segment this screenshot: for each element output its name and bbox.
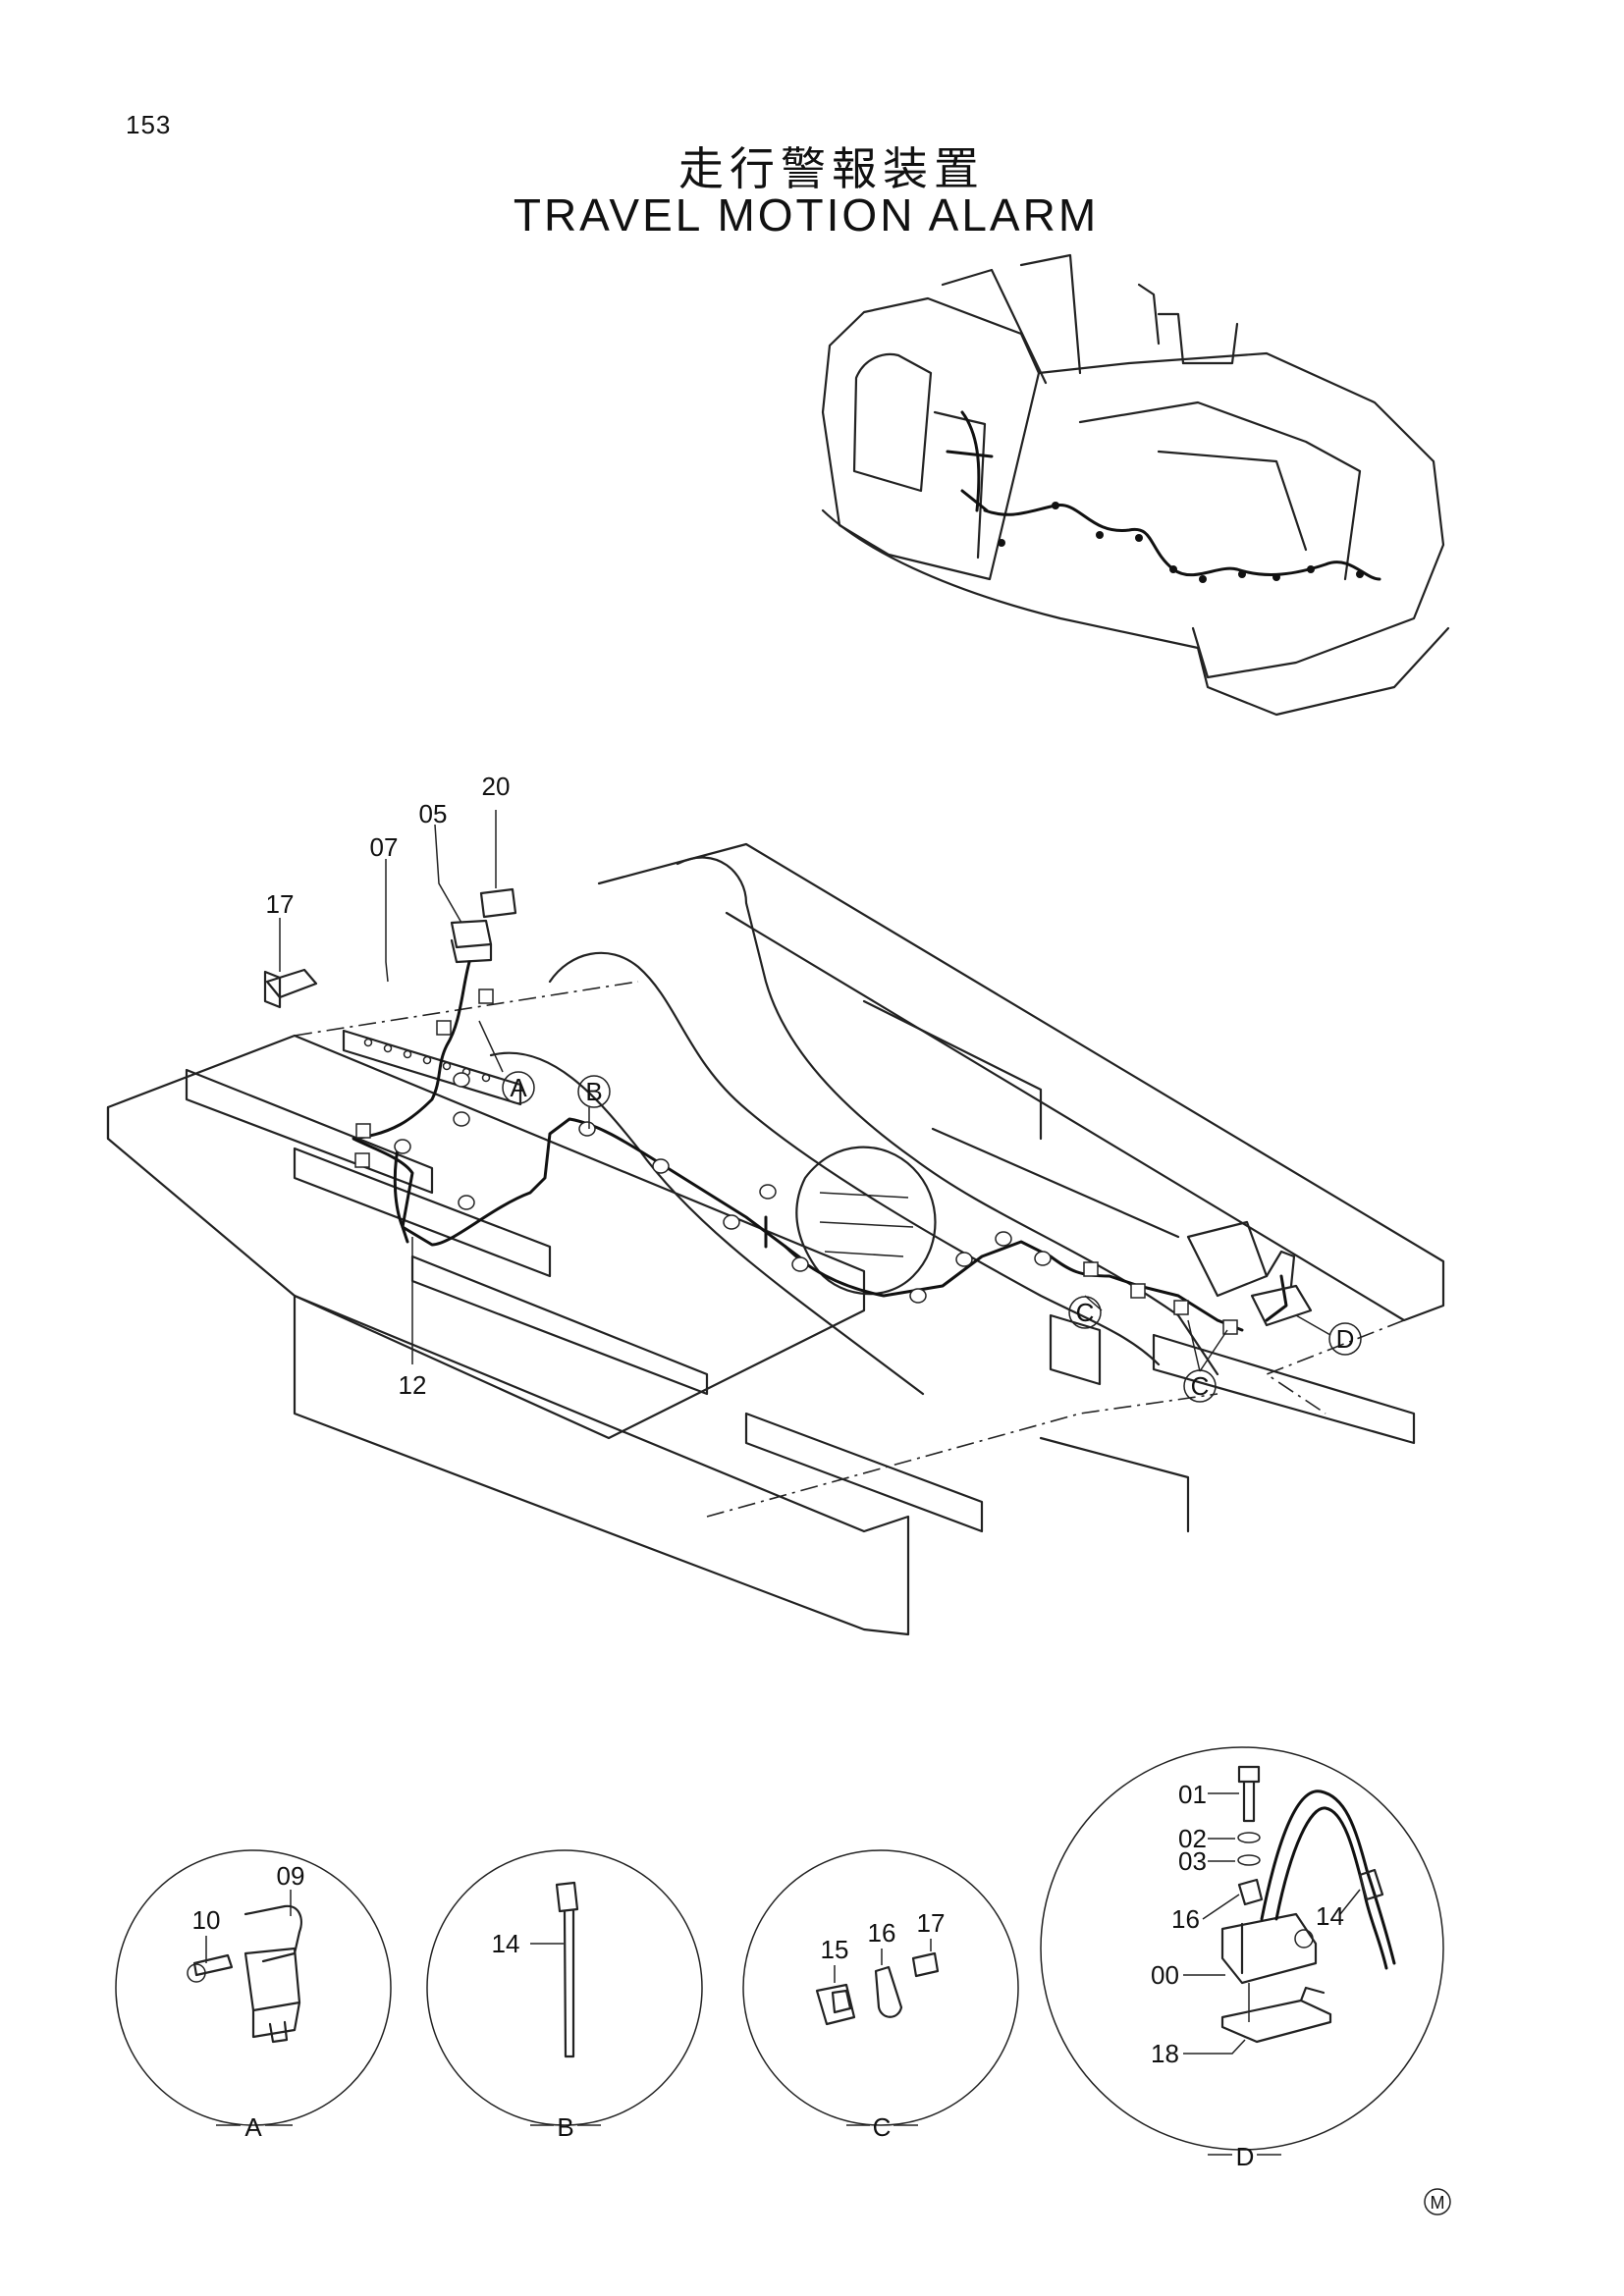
upper-frame-harness-illustration: [106, 810, 1445, 1636]
detail-d-callout-18: 18: [1151, 2039, 1179, 2068]
detail-a-callout-10: 10: [192, 1905, 221, 1935]
detail-c-callout-15: 15: [821, 1935, 849, 1964]
callout-17: 17: [266, 889, 295, 919]
detail-a-callout-09: 09: [277, 1861, 305, 1891]
detail-c-callout-17: 17: [917, 1908, 946, 1938]
detail-d-callout-14: 14: [1316, 1901, 1344, 1931]
page-number: 153: [126, 110, 172, 139]
detail-d-label: D: [1236, 2142, 1255, 2171]
detail-b-callout-14: 14: [492, 1929, 520, 1958]
detail-d-callout-03: 03: [1178, 1846, 1207, 1876]
maker-mark-label: M: [1431, 2193, 1445, 2213]
detail-d-callout-01: 01: [1178, 1780, 1207, 1809]
detail-c-label: C: [873, 2112, 892, 2142]
detail-c-circle: [742, 1849, 1019, 2126]
detail-ref-c-label: C: [1191, 1371, 1210, 1401]
detail-b: 14 B: [426, 1849, 703, 2142]
detail-ref-d: D: [1328, 1322, 1362, 1356]
detail-ref-d-label: D: [1336, 1324, 1355, 1354]
detail-a: 09 10 A: [115, 1849, 392, 2142]
callout-07: 07: [370, 832, 399, 862]
detail-ref-a: A: [502, 1071, 535, 1104]
detail-b-circle: [426, 1849, 703, 2126]
detail-d-callout-02: 02: [1178, 1824, 1207, 1853]
detail-ref-b: B: [577, 1075, 611, 1108]
detail-ref-a-label: A: [510, 1073, 527, 1102]
callout-20: 20: [482, 772, 511, 801]
detail-d-callout-00: 00: [1151, 1960, 1179, 1990]
maker-mark: M: [1424, 2188, 1451, 2216]
page-title-japanese: 走行警報装置: [678, 142, 985, 195]
detail-d: 01 02 03 16 14 00 18 D: [1040, 1746, 1444, 2171]
callout-05: 05: [419, 799, 448, 828]
detail-d-callout-16: 16: [1171, 1904, 1200, 1934]
detail-a-label: A: [244, 2112, 262, 2142]
detail-c-callout-16: 16: [868, 1918, 896, 1948]
callout-12: 12: [399, 1370, 427, 1400]
detail-d-circle: [1040, 1746, 1444, 2151]
detail-ref-b-label: B: [585, 1077, 602, 1106]
detail-a-circle: [115, 1849, 392, 2126]
page-title: TRAVEL MOTION ALARM: [513, 189, 1100, 240]
detail-ref-c-label: C: [1076, 1298, 1095, 1327]
detail-b-label: B: [557, 2112, 573, 2142]
detail-ref-c-2: C: [1183, 1369, 1217, 1403]
excavator-overview-illustration: [821, 253, 1450, 717]
detail-c: 15 16 17 C: [742, 1849, 1019, 2142]
detail-ref-c-1: C: [1068, 1296, 1102, 1329]
